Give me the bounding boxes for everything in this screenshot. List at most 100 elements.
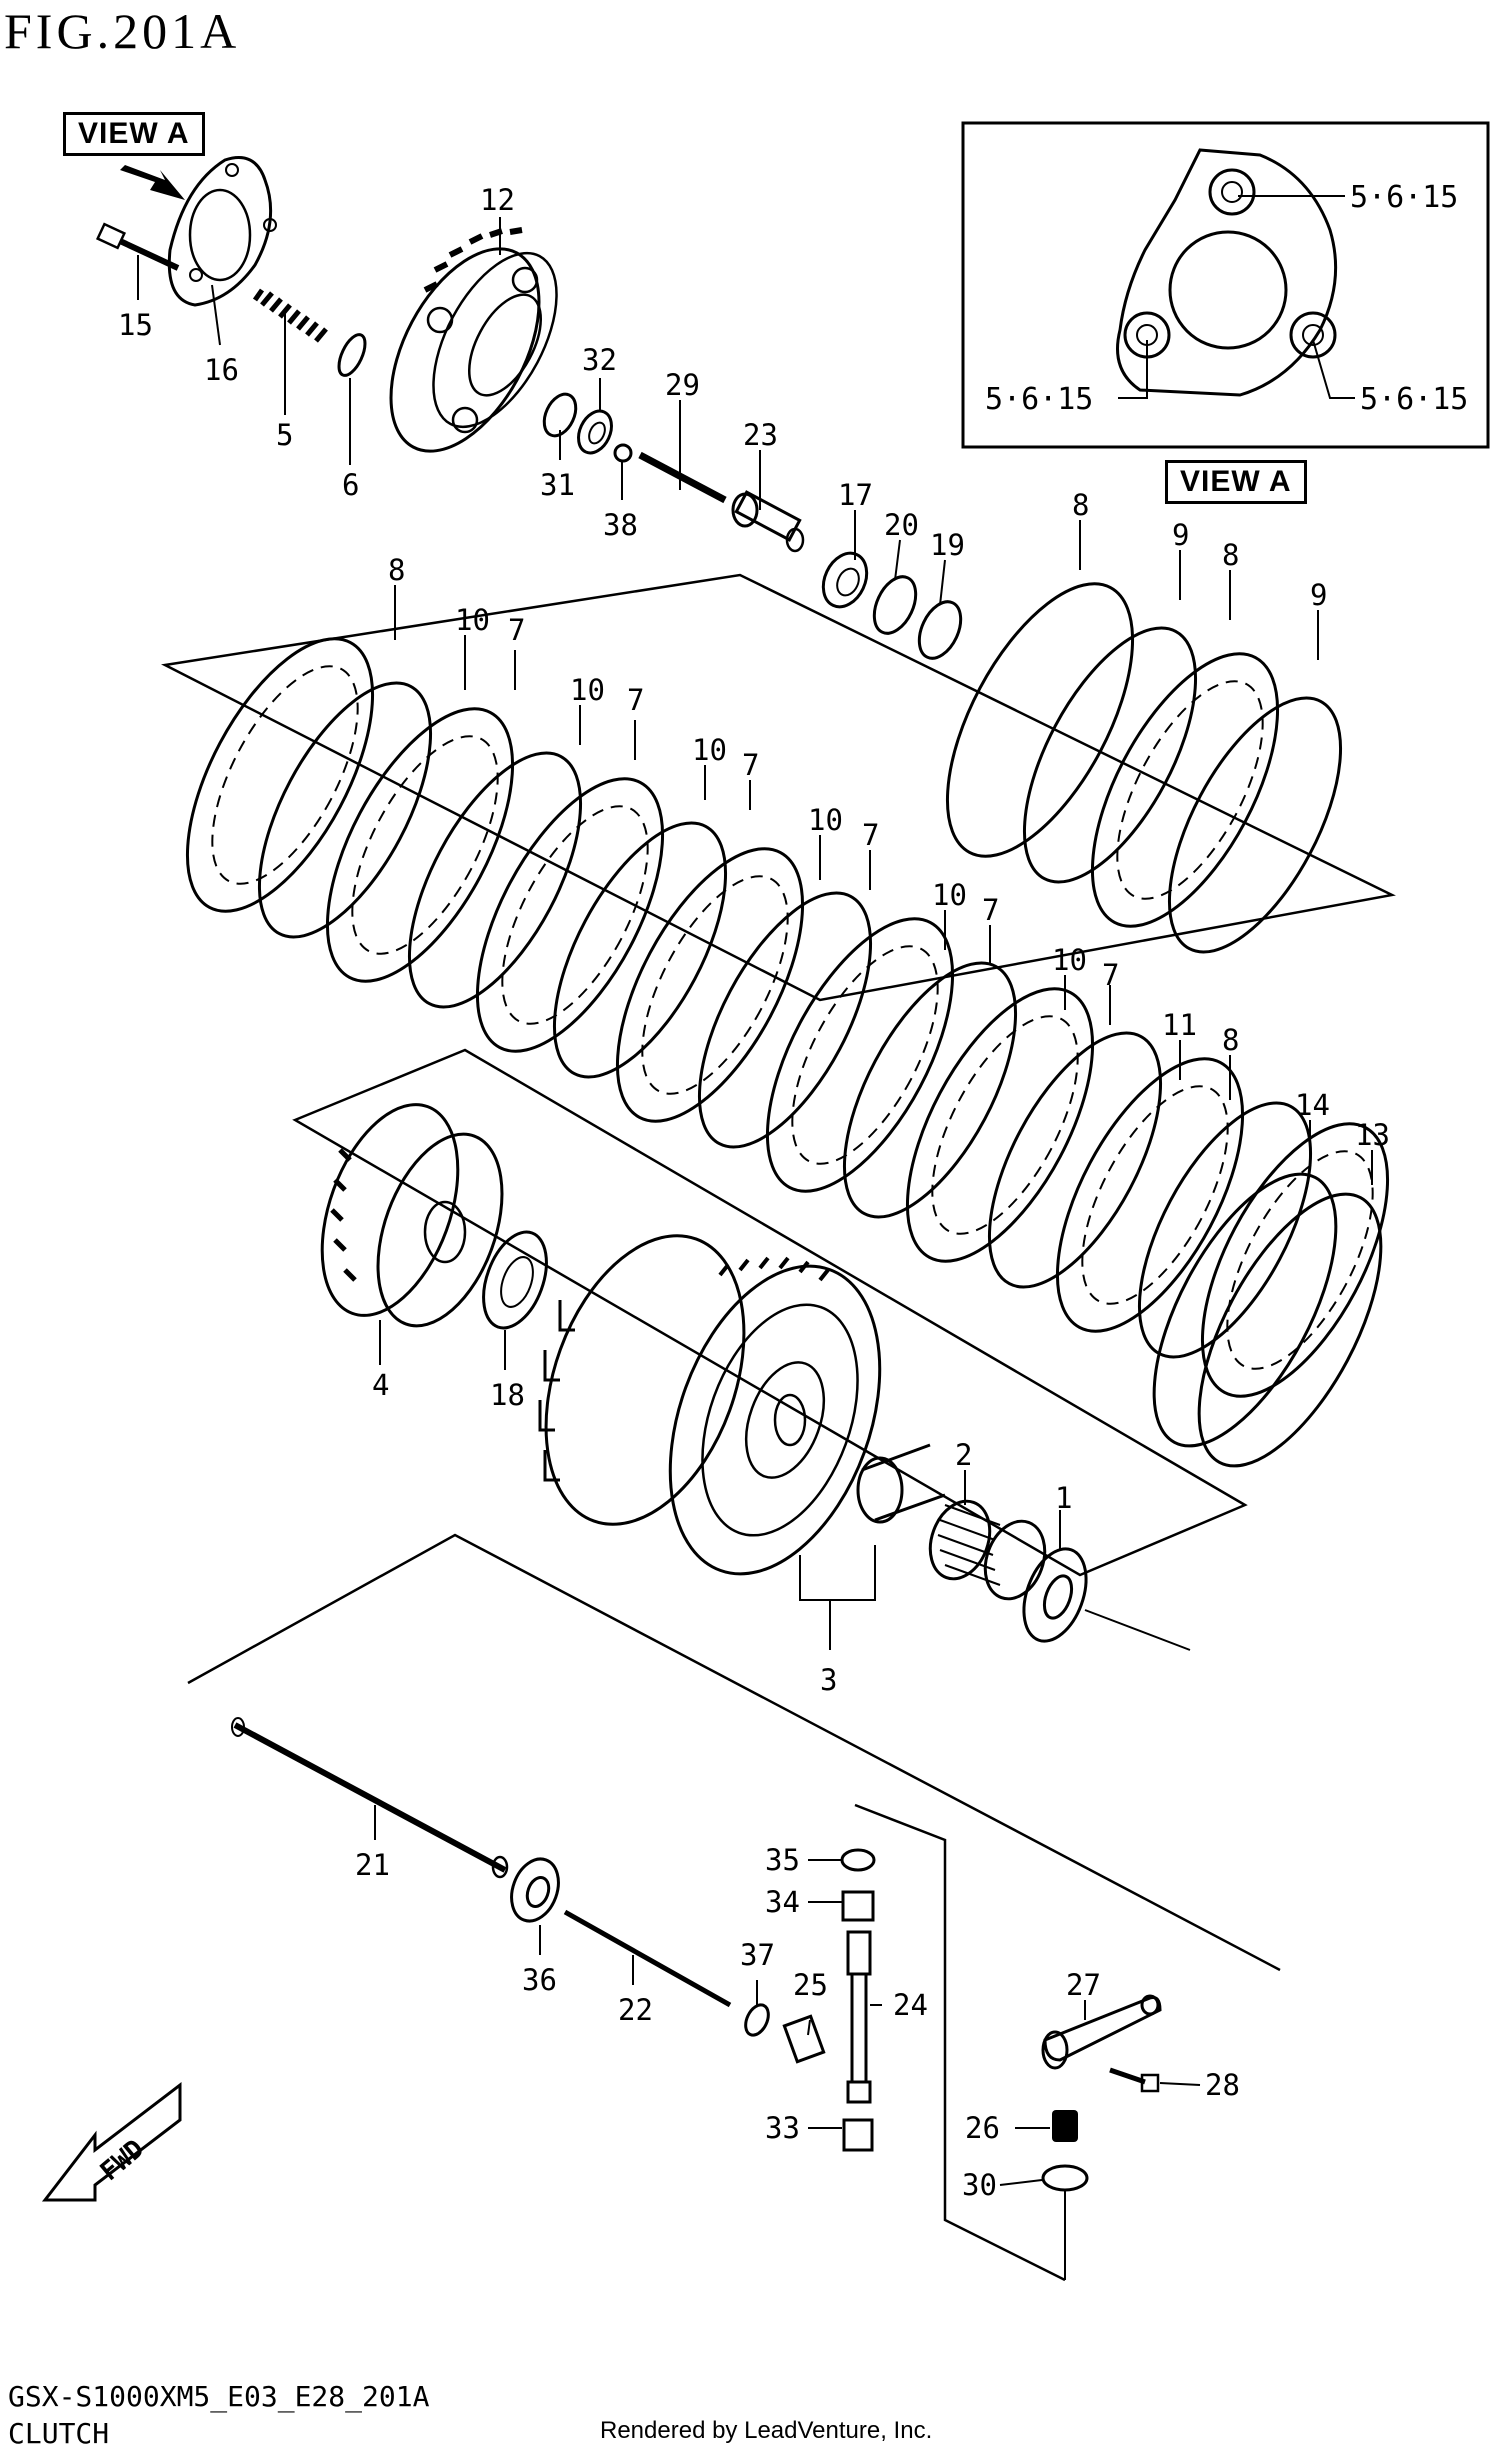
release-group-outline [187,1533,1281,1972]
callout-7e: 7 [982,893,999,927]
bearing-part-35 [840,1848,876,1872]
callout-10e: 10 [932,878,967,912]
callout-9a: 9 [1172,518,1189,552]
washer-part-6 [337,333,367,377]
bearing-part-32 [577,409,613,455]
callout-12: 12 [480,183,515,217]
callout-31: 31 [540,468,575,502]
callout-33: 33 [765,2111,800,2145]
callout-7d: 7 [862,818,879,852]
callout-10c: 10 [692,733,727,767]
callout-14: 14 [1295,1088,1330,1122]
callout-1: 1 [1055,1481,1072,1515]
callout-26: 26 [965,2111,1000,2145]
thrust-washer-part-1 [1022,1547,1088,1643]
spare-plate-group [945,582,1343,954]
view-direction-arrow [120,165,185,200]
clutch-housing-part-3 [538,1234,882,1576]
callout-15: 15 [118,308,153,342]
bolt-hole-top [1208,168,1256,216]
bolt-hole-right [1289,311,1337,359]
washer-part-18 [482,1230,548,1330]
inset-label-left: 5·6·15 [985,382,1093,417]
callout-30: 30 [962,2168,997,2202]
callout-25: 25 [793,1968,828,2002]
callout-36: 36 [522,1963,557,1997]
callout-10f: 10 [1052,943,1087,977]
callout-7f: 7 [1102,958,1119,992]
needle-bearing-part-2 [928,1499,1047,1601]
basket-group-outline [292,1048,1248,1577]
callout-4: 4 [372,1368,389,1402]
pressure-plate-cover [167,156,277,307]
callout-8a: 8 [388,553,405,587]
callout-5: 5 [276,418,293,452]
figure-title: FIG.201A [4,3,241,59]
callout-7c: 7 [742,748,759,782]
bearing-part-33 [842,2118,874,2152]
release-piece-part-23 [731,490,805,553]
sleeve-hub-part-4 [320,1103,504,1328]
callout-7b: 7 [627,683,644,717]
view-a-inset-tag: VIEW A [1165,460,1307,504]
section-name: CLUTCH [8,2417,110,2450]
washer-part-30 [1041,2164,1089,2192]
callout-22: 22 [618,1993,653,2027]
plate-stack-outline [161,573,1396,1002]
washer-part-31 [542,392,578,438]
render-credit: Rendered by LeadVenture, Inc. [600,2417,933,2444]
callout-8c: 8 [1222,538,1239,572]
push-rod-part-22 [563,1909,732,2008]
callout-11: 11 [1162,1008,1197,1042]
callout-32: 32 [582,343,617,377]
inset-label-right: 5·6·15 [1360,382,1468,417]
push-rod-part-29 [638,451,727,504]
callout-labels: 1 2 3 4 5 6 7 7 7 7 7 7 8 8 8 8 9 9 10 1… [118,183,1390,2202]
seat-ring-part-13 [1197,1192,1383,1468]
callout-16: 16 [204,353,239,387]
washer-part-19 [917,600,963,660]
callout-18: 18 [490,1378,525,1412]
inset-label-top: 5·6·15 [1350,180,1458,215]
oil-seal-part-36 [510,1857,560,1923]
clutch-hub-part-12 [389,227,558,453]
callout-20: 20 [884,508,919,542]
view-a-inset: 5·6·15 5·6·15 5·6·15 [961,121,1490,449]
callout-8b: 8 [1072,488,1089,522]
callout-23: 23 [743,418,778,452]
forward-arrow-icon: FWD [41,2081,182,2202]
spacer-part-2-sleeve [856,1443,946,1524]
callout-17: 17 [838,478,873,512]
callout-29: 29 [665,368,700,402]
callout-9b: 9 [1310,578,1327,612]
callout-24: 24 [893,1988,928,2022]
callout-3: 3 [820,1663,837,1697]
spring-washer-part-14 [1152,1172,1338,1448]
push-rod-part-21 [231,1717,509,1879]
spring-part-5 [252,288,328,343]
callout-34: 34 [765,1885,800,1919]
ball-part-38 [613,443,633,463]
callout-10d: 10 [808,803,843,837]
leader-lines [137,217,1373,2186]
bearing-part-34 [841,1890,875,1922]
spring-part-26 [1052,2110,1078,2142]
callout-8d: 8 [1222,1023,1239,1057]
release-camshaft-part-24 [846,1930,872,2104]
callout-6: 6 [342,468,359,502]
oil-seal-part-37 [744,2003,770,2037]
pin-part-25 [782,2014,826,2064]
callout-10a: 10 [455,603,490,637]
camshaft-group-outline [854,1803,1066,2282]
model-code: GSX-S1000XM5_E03_E28_201A [8,2380,430,2413]
callout-38: 38 [603,508,638,542]
callout-13: 13 [1355,1118,1390,1152]
bolt-part-15 [95,222,180,271]
callout-37: 37 [740,1938,775,1972]
callout-10b: 10 [570,673,605,707]
callout-21: 21 [355,1848,390,1882]
clutch-plate-stack [185,637,1390,1398]
view-a-tag: VIEW A [63,112,205,156]
